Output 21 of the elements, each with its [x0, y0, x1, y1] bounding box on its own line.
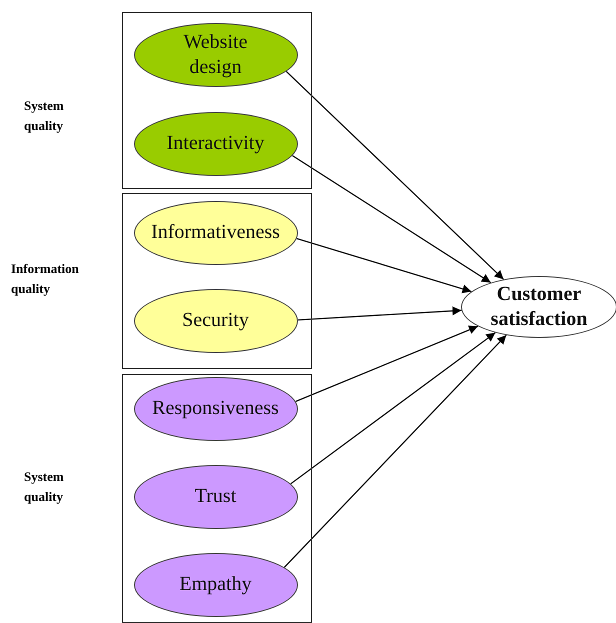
arrow: [284, 334, 507, 568]
outcome-ellipse: Customer satisfaction: [461, 276, 616, 338]
group-box: [122, 193, 312, 369]
arrow: [296, 238, 472, 294]
factor-ellipse: Responsiveness: [134, 376, 298, 440]
arrow: [298, 306, 462, 321]
factor-ellipse: Informativeness: [134, 200, 298, 264]
arrow: [290, 332, 496, 484]
factor-ellipse: Trust: [134, 464, 298, 528]
factor-ellipse: Interactivity: [134, 112, 298, 176]
group-label: System quality: [24, 97, 65, 136]
factor-ellipse: Security: [134, 288, 298, 352]
factor-ellipse: Empathy: [134, 552, 298, 616]
group-label: Information quality: [11, 260, 80, 298]
group-label: System quality: [24, 468, 65, 506]
group-box: [122, 12, 312, 189]
arrow: [292, 155, 492, 284]
arrow: [295, 326, 478, 402]
group-box: [122, 374, 312, 623]
arrow: [286, 71, 504, 280]
factor-ellipse: Website design: [134, 22, 298, 86]
